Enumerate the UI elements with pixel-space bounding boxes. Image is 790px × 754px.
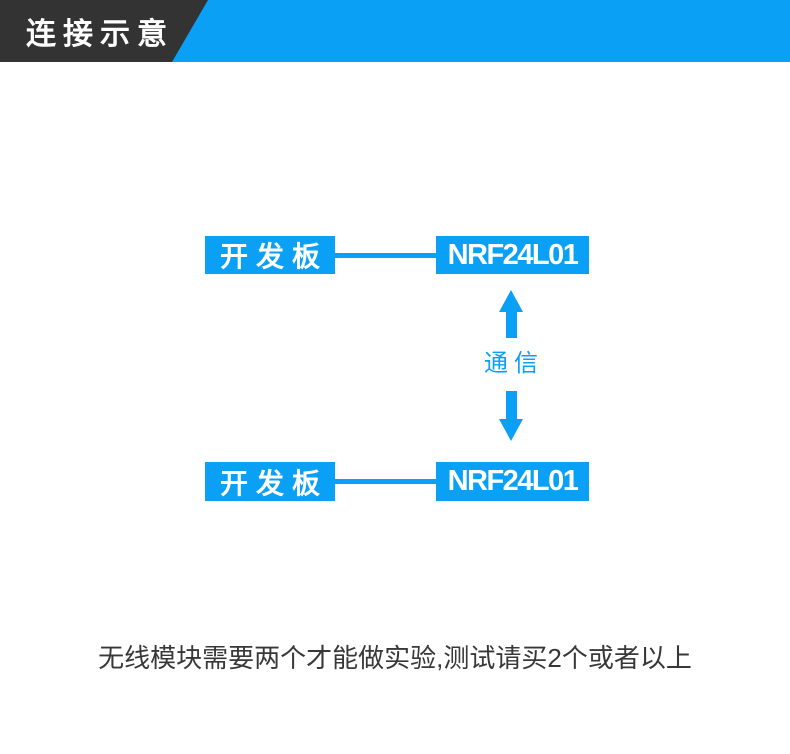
nrf24l01-box-1: NRF24L01 — [436, 236, 589, 274]
caption-text: 无线模块需要两个才能做实验,测试请买2个或者以上 — [98, 643, 692, 673]
page-title: 连接示意 — [26, 18, 174, 51]
arrow-down-icon — [499, 391, 523, 441]
nrf24l01-box-2: NRF24L01 — [436, 462, 589, 501]
communication-link: 通信 — [461, 290, 561, 441]
header-banner — [0, 0, 208, 62]
dev-board-box-1: 开发板 — [205, 236, 335, 274]
connector-line-2 — [333, 479, 438, 484]
connector-line-1 — [333, 253, 438, 258]
dev-board-box-2: 开发板 — [205, 462, 335, 501]
arrow-up-icon — [499, 290, 523, 338]
communication-label: 通信 — [484, 350, 544, 377]
